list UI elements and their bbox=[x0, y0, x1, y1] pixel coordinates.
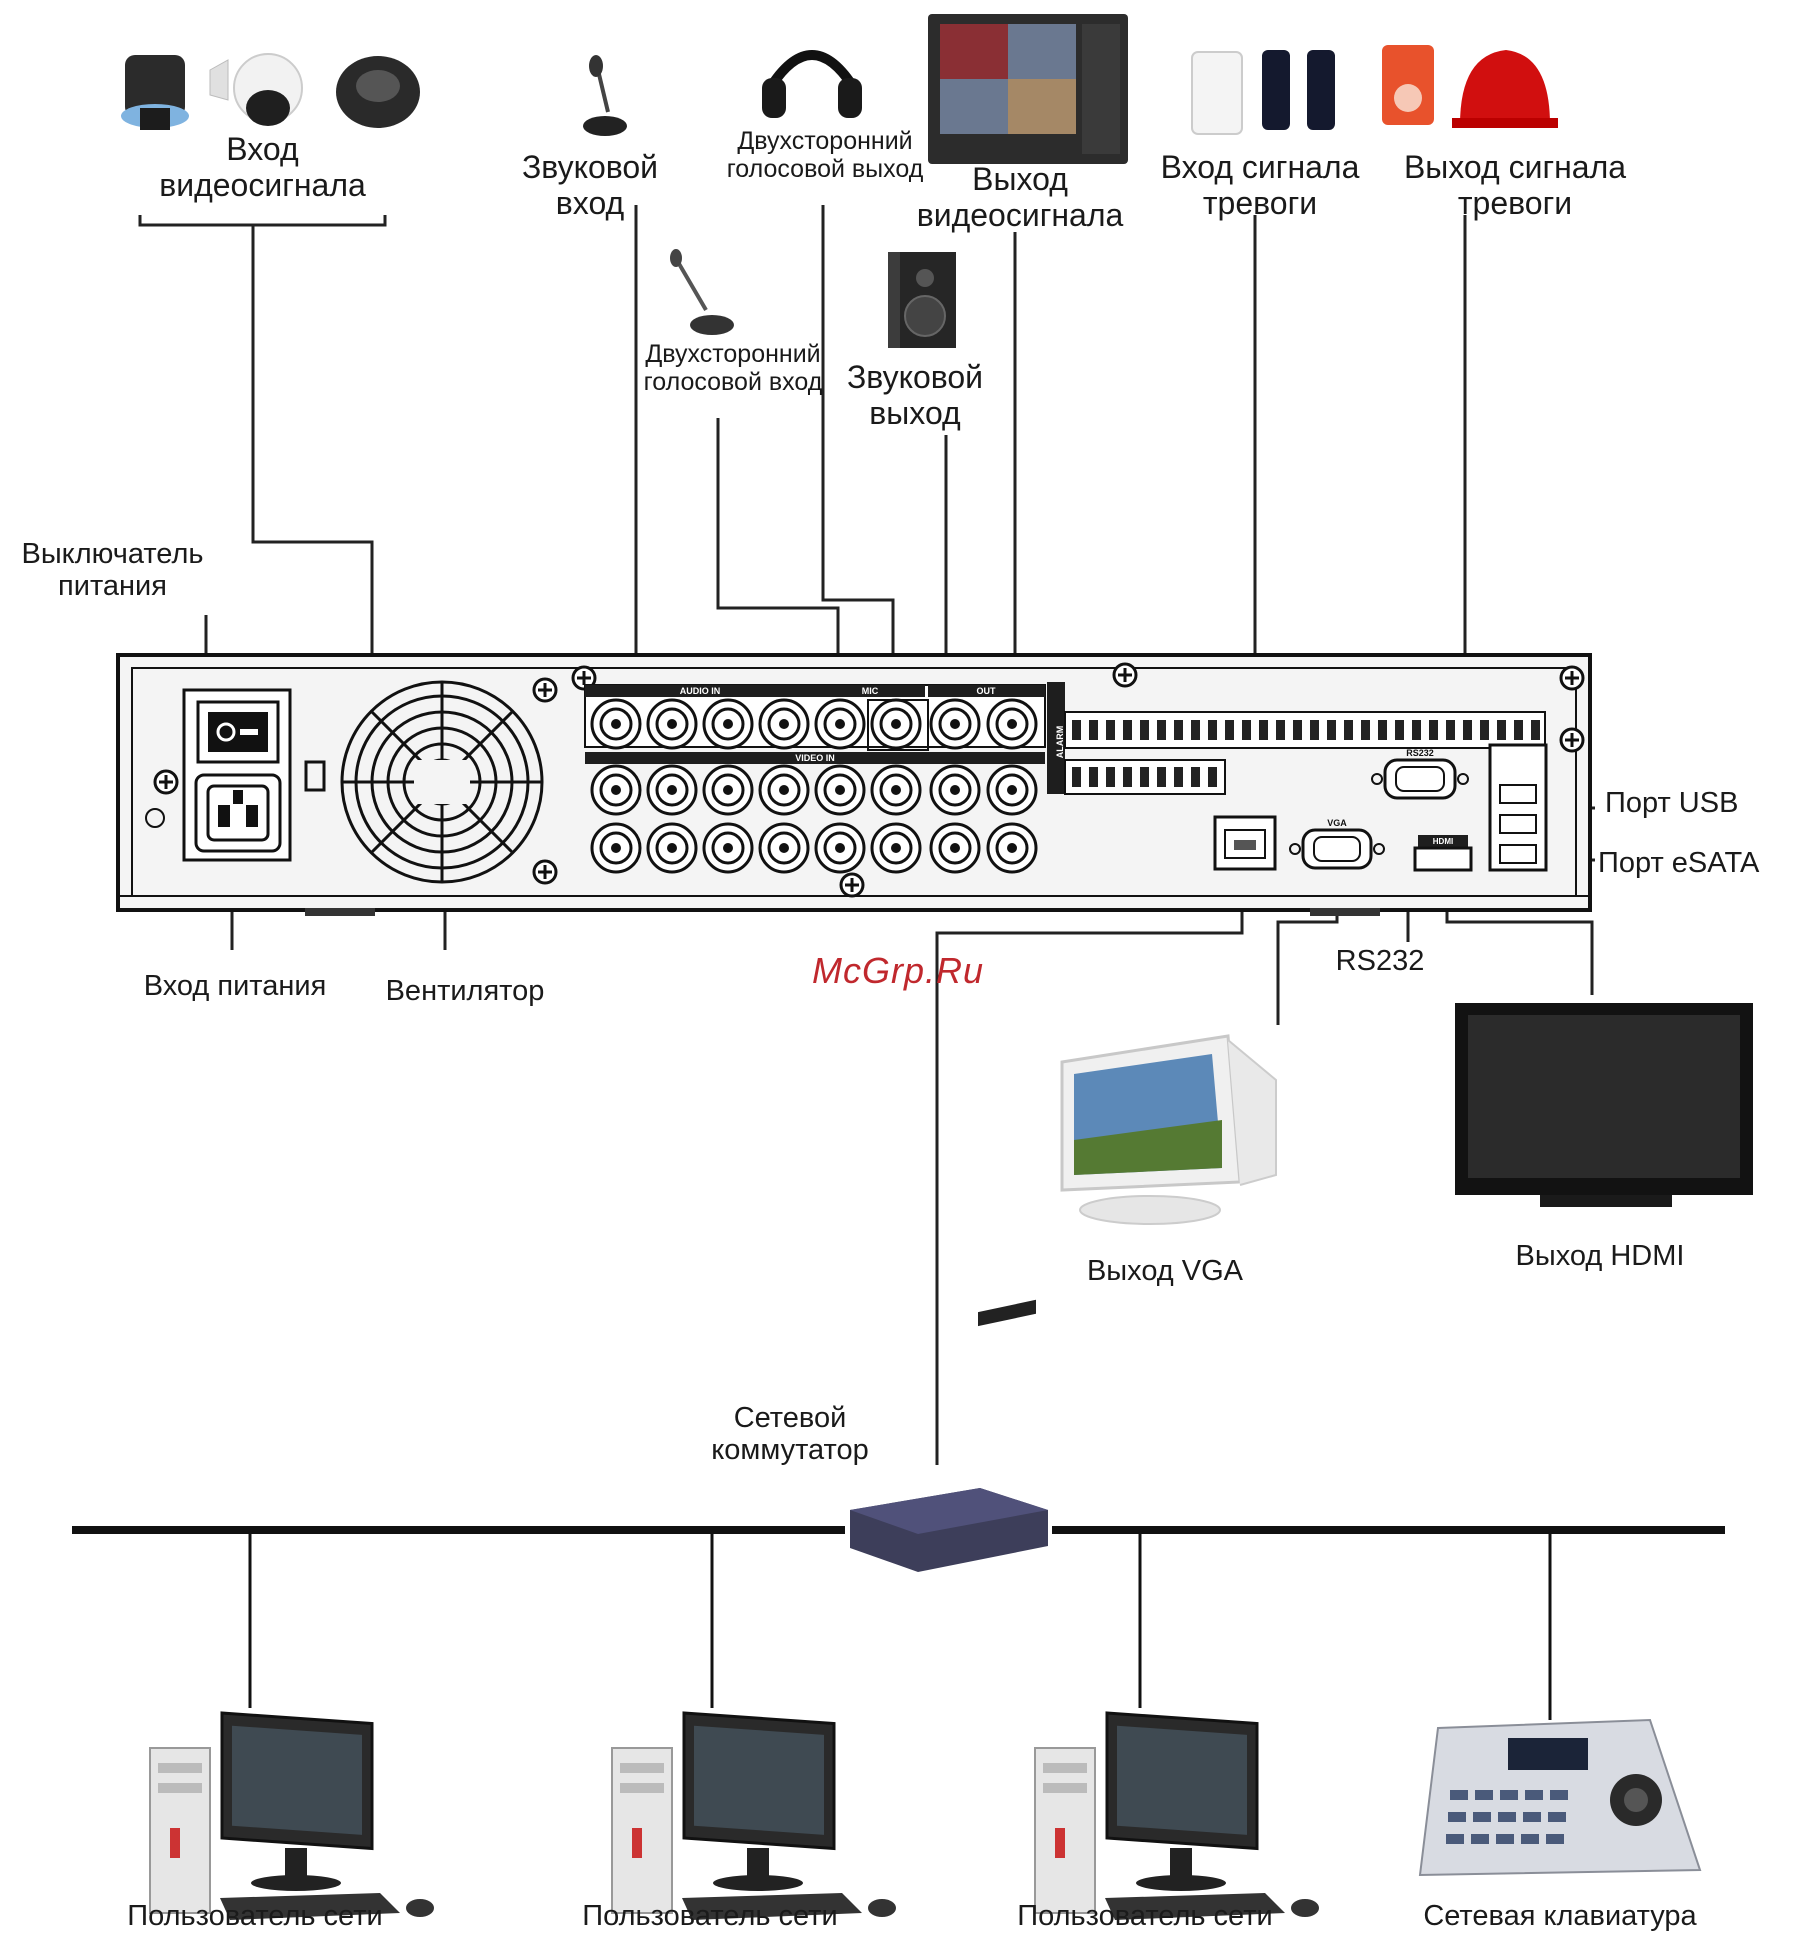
network-bus bbox=[72, 1526, 1725, 1720]
panel-rs232-text: RS232 bbox=[1406, 748, 1434, 758]
network-switch bbox=[850, 1299, 1048, 1572]
hdmi-output-label: Выход HDMI bbox=[1515, 1240, 1685, 1272]
vga-output-label: Выход VGA bbox=[1086, 1255, 1244, 1287]
panel-vga-text: VGA bbox=[1327, 818, 1347, 828]
fan-label: Вентилятор bbox=[385, 975, 545, 1007]
network-user-label-2: Пользователь сети bbox=[582, 1900, 838, 1932]
video-output-label: Выход видеосигнала bbox=[916, 161, 1124, 233]
audio-output-label: Звуковой выход bbox=[846, 359, 984, 431]
panel-mic-text: MIC bbox=[862, 686, 879, 696]
network-keyboard bbox=[1418, 1718, 1702, 1877]
network-user-pc-2 bbox=[610, 1711, 898, 1922]
network-user-label-1: Пользователь сети bbox=[127, 1900, 383, 1932]
camera-group bbox=[121, 53, 420, 130]
network-user-label-3: Пользователь сети bbox=[1017, 1900, 1273, 1932]
panel-out-text: OUT bbox=[977, 686, 997, 696]
dvr-rear-panel: AUDIO IN MIC OUT VIDEO IN ALARM bbox=[116, 653, 1592, 916]
alarm-output-label: Выход сигнала тревоги bbox=[1403, 149, 1627, 221]
alarm-input-label: Вход сигнала тревоги bbox=[1160, 149, 1360, 221]
vga-monitor bbox=[1060, 1034, 1277, 1225]
network-keyboard-label: Сетевая клавиатура bbox=[1423, 1900, 1697, 1932]
hdmi-tv bbox=[1455, 1003, 1753, 1207]
usb-port-label: Порт USB bbox=[1605, 787, 1739, 819]
panel-audio-in-text: AUDIO IN bbox=[680, 686, 721, 696]
two-way-voice-output-label: Двухсторонний голосовой выход bbox=[726, 127, 924, 183]
microphone-top bbox=[583, 55, 627, 136]
network-user-pc-3 bbox=[1033, 1711, 1321, 1922]
video-input-label: Вход видеосигнала bbox=[159, 131, 366, 203]
watermark: McGrp.Ru bbox=[812, 950, 985, 991]
panel-alarm-text: ALARM bbox=[1055, 726, 1065, 759]
panel-hdmi-text: HDMI bbox=[1433, 837, 1453, 846]
power-switch-label: Выключатель питания bbox=[21, 538, 204, 603]
panel-video-in-text: VIDEO IN bbox=[795, 753, 835, 763]
network-user-pc-1 bbox=[148, 1711, 436, 1922]
network-switch-label: Сетевой коммутатор bbox=[711, 1402, 869, 1467]
microphone-mid bbox=[670, 249, 734, 335]
power-input-label: Вход питания bbox=[143, 970, 327, 1002]
alarm-sirens bbox=[1382, 45, 1558, 128]
esata-port-label: Порт eSATA bbox=[1598, 847, 1760, 879]
crt-monitor-top bbox=[928, 14, 1128, 164]
alarm-terminals bbox=[1072, 720, 1540, 787]
speaker bbox=[888, 252, 956, 348]
two-way-voice-input-label: Двухсторонний голосовой вход bbox=[643, 340, 823, 396]
headphones bbox=[762, 50, 862, 118]
rs232-label: RS232 bbox=[1335, 945, 1425, 977]
alarm-sensors bbox=[1191, 50, 1335, 135]
audio-input-label: Звуковой вход bbox=[521, 149, 659, 221]
